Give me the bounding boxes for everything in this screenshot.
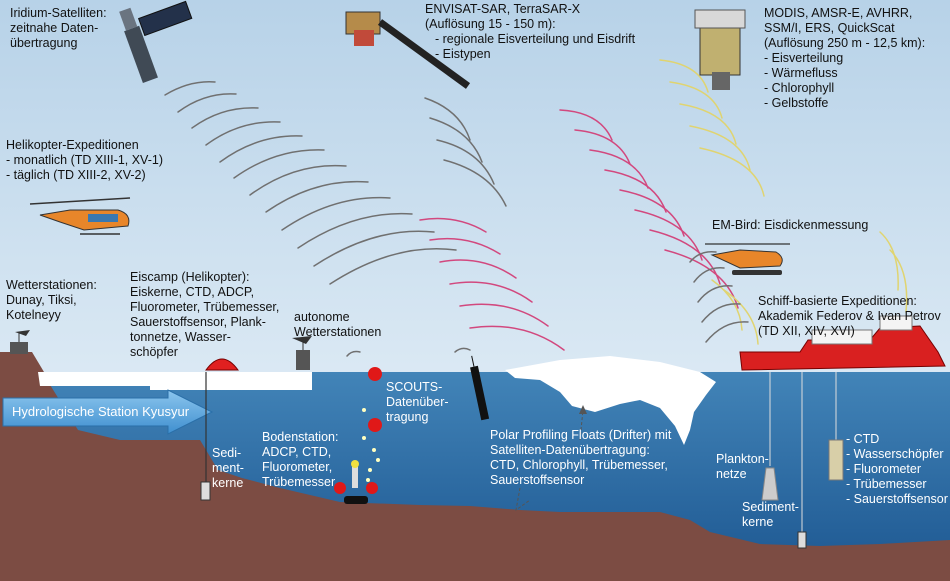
label-sediment-left: Sedi- ment- kerne: [212, 446, 244, 490]
helicopter-icon: [29, 197, 131, 235]
land-coast-left: [0, 352, 44, 372]
ice-camp-corer: [200, 481, 211, 501]
label-hydrological-station: Hydrologische Station Kyusyur: [12, 404, 190, 419]
modis-satellite-icon: [694, 9, 746, 90]
sediment-corer-right: [797, 531, 807, 549]
weather-station-ice-icon: [292, 336, 312, 370]
label-sediment-right: Sediment- kerne: [742, 500, 799, 529]
plankton-net-icon: [761, 467, 779, 501]
sky: [0, 0, 950, 380]
river-arrow: [2, 389, 214, 435]
drifter-dash-arrowhead: [579, 405, 587, 414]
drifter-dash-down: [515, 487, 531, 512]
label-bottom-station: Bodenstation: ADCP, CTD, Fluorometer, Tr…: [262, 430, 339, 489]
iceberg: [505, 356, 716, 445]
scouts-buoy-bottom: [368, 418, 382, 432]
ice-camp-tent-icon: [205, 358, 239, 371]
embird-helicopter-icon: [705, 243, 790, 275]
label-envisat: ENVISAT-SAR, TerraSAR-X (Auflösung 15 - …: [425, 2, 636, 61]
drifter-float-icon: [470, 355, 490, 421]
label-modis: MODIS, AMSR-E, AVHRR, SSM/I, ERS, QuickS…: [764, 6, 926, 110]
scouts-buoy-top: [368, 367, 382, 381]
label-autonomous-stations: autonome Wetterstationen: [294, 310, 382, 339]
label-plankton-nets: Plankton- netze: [716, 452, 769, 481]
scouts-bubbles: [362, 408, 380, 482]
iridium-satellite-icon: [119, 0, 193, 83]
label-ship-expeditions: Schiff-basierte Expeditionen: Akademik F…: [758, 294, 941, 338]
label-polar-floats: Polar Profiling Floats (Drifter) mit Sat…: [490, 428, 672, 487]
ice-shelf: [38, 372, 312, 390]
label-scouts: SCOUTS- Datenüber- tragung: [386, 380, 449, 424]
label-ship-instruments: - CTD - Wasserschöpfer - Fluorometer - T…: [846, 432, 948, 506]
signal-waves: [164, 59, 908, 357]
research-ship-icon: [739, 315, 946, 371]
label-embird: EM-Bird: Eisdickenmessung: [712, 218, 869, 232]
weather-station-left-icon: [10, 330, 30, 354]
label-ice-camp: Eiscamp (Helikopter): Eiskerne, CTD, ADC…: [130, 270, 280, 359]
drifter-dash-up: [579, 409, 584, 441]
label-helicopter-expeditions: Helikopter-Expeditionen - monatlich (TD …: [6, 138, 163, 182]
bottom-station-icon: [334, 460, 378, 504]
ctd-rosette-icon: [828, 439, 844, 481]
label-iridium: Iridium-Satelliten: zeitnahe Daten- über…: [10, 6, 107, 50]
envisat-satellite-icon: [345, 11, 471, 89]
label-weather-stations: Wetterstationen: Dunay, Tiksi, Kotelneyy: [6, 278, 97, 322]
land-seafloor: [0, 352, 950, 581]
